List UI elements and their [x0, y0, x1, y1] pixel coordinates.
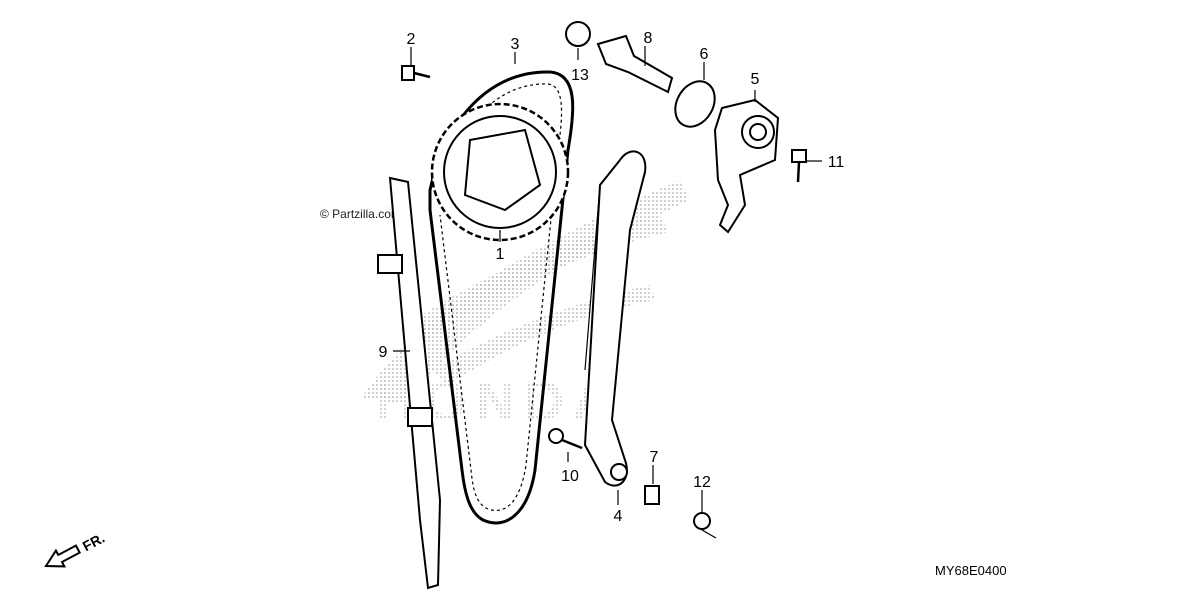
callout-4: 4 — [614, 508, 623, 525]
callout-11: 11 — [828, 154, 845, 171]
chain-guide[interactable] — [377, 176, 442, 590]
tensioner-slipper[interactable] — [583, 150, 647, 487]
callout-8: 8 — [644, 30, 653, 47]
callout-10: 10 — [561, 468, 579, 485]
callout-13: 13 — [571, 67, 589, 84]
cam-chain[interactable] — [428, 70, 575, 525]
front-direction-indicator: FR. — [44, 530, 107, 568]
callout-5: 5 — [751, 71, 760, 88]
callout-3: 3 — [511, 36, 520, 53]
leader-lines — [393, 46, 822, 539]
callout-7: 7 — [650, 449, 659, 466]
callout-labels: 2 3 1 8 6 5 11 13 9 10 4 7 12 — [379, 30, 845, 525]
pivot-bolt[interactable] — [548, 428, 583, 450]
lifter-bolt[interactable] — [791, 149, 807, 183]
sprocket-bolt[interactable] — [401, 65, 431, 81]
partzilla-watermark: © Partzilla.com — [320, 207, 401, 221]
diagram-code: MY68E0400 — [935, 563, 1007, 578]
circlip[interactable] — [565, 21, 591, 47]
front-arrow-icon — [44, 544, 82, 568]
callout-2: 2 — [407, 31, 416, 48]
collar[interactable] — [644, 485, 660, 505]
washer[interactable] — [693, 512, 711, 530]
callout-12: 12 — [693, 474, 711, 491]
callout-9: 9 — [379, 344, 388, 361]
tensioner-shaft[interactable] — [596, 34, 674, 94]
callout-1: 1 — [496, 246, 505, 263]
tensioner-lifter[interactable] — [713, 98, 780, 234]
callout-6: 6 — [700, 46, 709, 63]
tensioner-spring[interactable] — [667, 74, 722, 134]
cam-sprocket[interactable] — [430, 102, 570, 242]
front-label: FR. — [80, 530, 107, 555]
